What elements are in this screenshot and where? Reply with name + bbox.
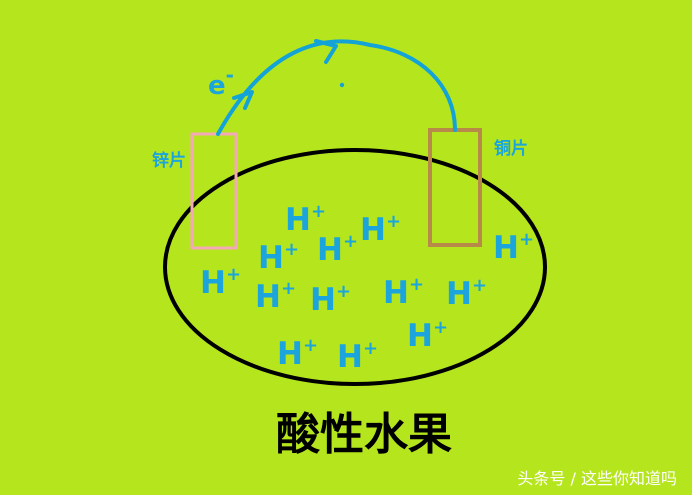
electron-flow-arrow-lower xyxy=(232,90,254,110)
copper-plate xyxy=(428,128,482,247)
ion-symbol: H xyxy=(285,202,311,238)
watermark: 头条号 / 这些你知道吗 xyxy=(517,469,677,488)
hydrogen-ion: H+ xyxy=(383,274,424,311)
ion-symbol: H xyxy=(258,240,284,276)
ion-charge: + xyxy=(226,264,241,285)
ion-symbol: H xyxy=(446,276,472,312)
ion-charge: + xyxy=(343,231,358,252)
ion-charge: + xyxy=(281,278,296,299)
hydrogen-ion: H+ xyxy=(200,264,241,301)
hydrogen-ion: H+ xyxy=(360,211,401,248)
electron-flow-arrow-top xyxy=(314,39,338,64)
ion-symbol: H xyxy=(317,232,343,268)
ion-symbol: H xyxy=(383,275,409,311)
ion-charge: + xyxy=(363,338,378,359)
hydrogen-ion: H+ xyxy=(277,335,318,372)
ion-symbol: H xyxy=(337,339,363,375)
stray-dot xyxy=(339,82,345,88)
ion-charge: + xyxy=(472,275,487,296)
ion-symbol: H xyxy=(360,212,386,248)
hydrogen-ion: H+ xyxy=(317,231,358,268)
hydrogen-ion: H+ xyxy=(407,317,448,354)
ion-charge: + xyxy=(386,211,401,232)
ion-symbol: H xyxy=(200,265,226,301)
hydrogen-ion: H+ xyxy=(258,239,299,276)
wire-arc xyxy=(216,39,457,136)
ion-symbol: H xyxy=(310,282,336,318)
zinc-plate xyxy=(190,132,238,250)
ion-charge: + xyxy=(433,317,448,338)
ion-charge: + xyxy=(519,229,534,250)
ion-charge: + xyxy=(284,239,299,260)
ion-symbol: H xyxy=(407,318,433,354)
ion-charge: + xyxy=(336,281,351,302)
hydrogen-ions: H+H+H+H+H+H+H+H+H+H+H+H+H+ xyxy=(200,201,534,375)
ion-charge: + xyxy=(311,201,326,222)
hydrogen-ion: H+ xyxy=(446,275,487,312)
copper-label: 铜片 xyxy=(494,138,528,159)
ion-symbol: H xyxy=(255,279,281,315)
electron-symbol: e xyxy=(208,71,226,101)
hydrogen-ion: H+ xyxy=(493,229,534,266)
hydrogen-ion: H+ xyxy=(337,338,378,375)
zinc-label: 锌片 xyxy=(152,150,186,171)
electron-charge: - xyxy=(226,63,234,87)
ion-charge: + xyxy=(409,274,424,295)
hydrogen-ion: H+ xyxy=(310,281,351,318)
ion-symbol: H xyxy=(493,230,519,266)
hydrogen-ion: H+ xyxy=(285,201,326,238)
electron-label: e- xyxy=(208,63,234,101)
hydrogen-ion: H+ xyxy=(255,278,296,315)
fruit-label: 酸性水果 xyxy=(276,409,452,460)
ion-symbol: H xyxy=(277,336,303,372)
fruit-outline xyxy=(163,148,547,386)
ion-charge: + xyxy=(303,335,318,356)
